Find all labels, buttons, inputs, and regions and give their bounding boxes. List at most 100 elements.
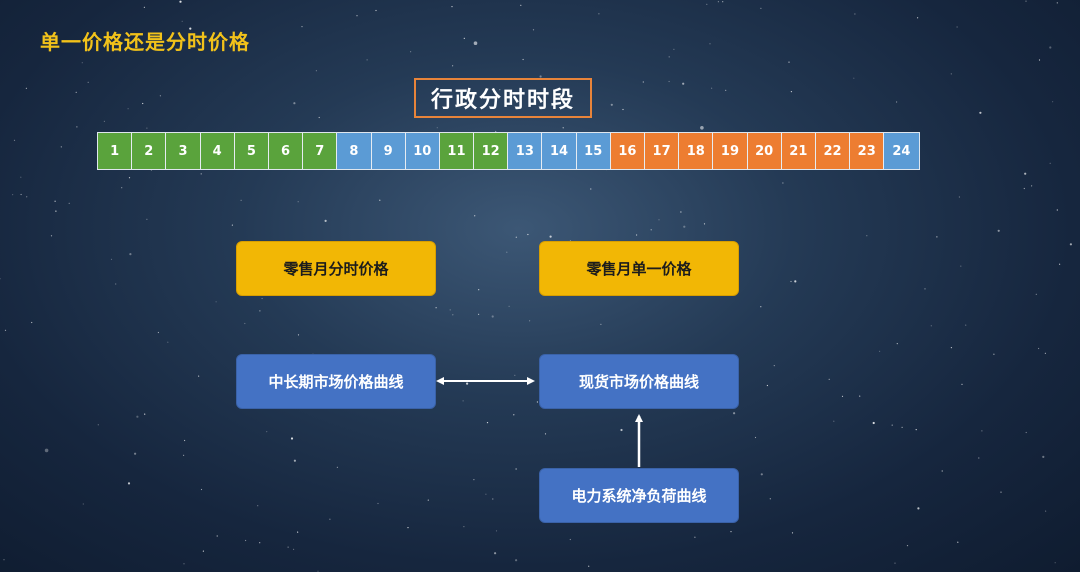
star: [539, 75, 542, 78]
star: [129, 253, 132, 256]
star: [520, 4, 522, 6]
star: [293, 548, 295, 551]
star: [961, 383, 963, 385]
star: [13, 139, 16, 141]
star: [791, 532, 794, 534]
star: [790, 280, 792, 283]
hour-cell: 17: [645, 133, 680, 169]
star: [1023, 187, 1025, 190]
star: [650, 229, 652, 231]
midlong-price-curve-box: 中长期市场价格曲线: [236, 354, 436, 409]
star: [144, 413, 146, 415]
star: [1052, 101, 1054, 103]
star: [183, 454, 185, 456]
star: [184, 439, 186, 442]
star: [366, 59, 368, 61]
timeline-header: 行政分时时段: [414, 78, 592, 118]
star: [722, 1, 724, 3]
star: [536, 401, 539, 403]
star: [318, 116, 320, 119]
star: [1025, 431, 1027, 434]
star: [136, 415, 139, 418]
hour-cell: 7: [303, 133, 338, 169]
star: [508, 305, 510, 307]
star: [930, 325, 932, 327]
star: [87, 81, 89, 83]
star: [1049, 46, 1052, 49]
star: [375, 9, 377, 12]
star: [20, 176, 22, 178]
star: [936, 236, 938, 238]
star: [872, 421, 875, 425]
star: [1038, 347, 1040, 350]
star: [717, 1, 720, 3]
spot-price-curve-box: 现货市场价格曲线: [539, 354, 739, 409]
star: [495, 530, 498, 532]
star: [896, 101, 898, 103]
star: [683, 225, 686, 228]
star: [449, 309, 451, 311]
star: [993, 353, 995, 355]
star: [1054, 562, 1056, 564]
star: [924, 288, 926, 290]
star: [754, 436, 757, 439]
hour-cell: 6: [268, 133, 304, 169]
star: [463, 526, 465, 528]
hour-cell: 8: [337, 133, 372, 169]
star: [896, 343, 898, 345]
star: [1059, 263, 1061, 265]
star: [522, 58, 524, 61]
star: [642, 81, 644, 83]
star: [452, 314, 454, 316]
star: [694, 536, 696, 538]
star: [515, 468, 517, 470]
star: [290, 437, 294, 440]
star: [788, 61, 790, 63]
star: [733, 412, 736, 415]
star: [25, 87, 27, 89]
star: [549, 235, 552, 238]
star: [128, 177, 131, 179]
star: [462, 400, 464, 402]
star: [620, 428, 623, 432]
star: [979, 111, 982, 114]
star: [157, 331, 159, 334]
star: [917, 17, 919, 19]
star: [183, 563, 185, 565]
star: [287, 546, 289, 548]
star: [711, 87, 713, 89]
star: [146, 127, 148, 129]
star: [515, 559, 518, 562]
star: [853, 77, 855, 79]
star: [200, 173, 202, 175]
star: [917, 507, 920, 510]
star: [766, 384, 769, 387]
star: [485, 493, 487, 495]
star: [466, 382, 469, 385]
star: [1045, 510, 1047, 512]
star: [159, 95, 161, 97]
star: [1038, 59, 1041, 61]
star: [494, 552, 497, 555]
star: [478, 313, 480, 315]
star: [491, 315, 494, 318]
hour-cell: 20: [747, 133, 782, 169]
star: [901, 426, 903, 428]
star: [703, 223, 706, 225]
hour-cell: 4: [200, 133, 235, 169]
star: [513, 414, 515, 416]
star: [1069, 243, 1072, 246]
star: [782, 182, 784, 184]
net-load-curve-box: 电力系统净负荷曲线: [539, 468, 739, 523]
star: [514, 374, 516, 376]
star: [82, 503, 84, 505]
star: [146, 218, 148, 220]
star: [60, 146, 62, 148]
star: [515, 236, 517, 238]
star: [26, 196, 28, 198]
star: [110, 258, 113, 260]
star: [1044, 352, 1046, 354]
star: [1000, 491, 1002, 493]
star: [200, 488, 203, 491]
slide-title: 单一价格还是分时价格: [40, 30, 250, 54]
